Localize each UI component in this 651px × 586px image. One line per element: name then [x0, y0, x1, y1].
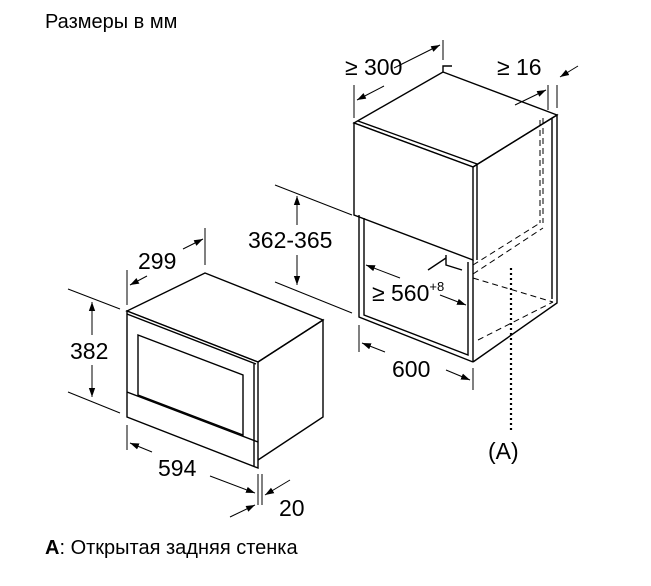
niche-shelf-detail	[445, 255, 463, 271]
appliance-depth-label: 299	[138, 248, 177, 274]
diagram-title: Размеры в мм	[45, 11, 178, 33]
open-back-marker-label: (A)	[488, 438, 519, 464]
appliance-control-strip-line	[126, 391, 259, 443]
appliance-door-window	[137, 333, 244, 437]
niche-width-value: ≥ 560	[372, 280, 430, 306]
appliance-height-label: 382	[70, 338, 109, 364]
legend-caption: A: Открытая задняя стенка	[45, 538, 298, 558]
legend-text: : Открытая задняя стенка	[59, 537, 298, 559]
cabinet-width-label: 600	[392, 356, 431, 382]
niche-inner-edge	[363, 218, 469, 357]
appliance-side	[257, 318, 324, 461]
hidden-edges	[472, 118, 554, 341]
panel-thickness-label: ≥ 16	[497, 54, 542, 80]
cabinet-side	[472, 113, 558, 363]
niche-height-label: 362-365	[248, 227, 333, 253]
niche-width-label: ≥ 560+8	[372, 280, 444, 305]
appliance-drawing	[125, 272, 325, 470]
cabinet-drawing	[352, 65, 559, 432]
cabinet-back-edge	[442, 65, 452, 72]
appliance-width-label: 594	[158, 455, 197, 481]
front-thickness-label: 20	[279, 495, 305, 521]
legend-key: A	[45, 537, 60, 559]
niche-width-tolerance: +8	[429, 279, 445, 294]
niche-shelf-leader	[427, 257, 447, 271]
appliance-front-top-edge	[126, 313, 257, 365]
dimension-lines	[67, 40, 579, 518]
cabinet-depth-label: ≥ 300	[345, 54, 403, 80]
niche-outer-edge	[358, 215, 474, 363]
